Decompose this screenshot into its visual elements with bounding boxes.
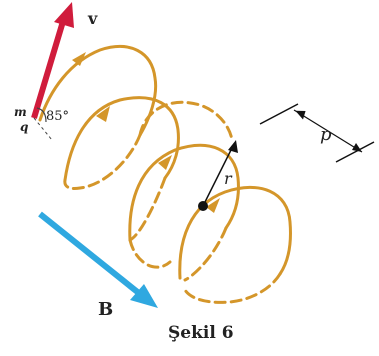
helix-back-arc-1 [63, 133, 142, 190]
field-direction-guide [33, 117, 53, 141]
helix-front-arc-1 [38, 45, 158, 137]
helix-back-arc-3 [183, 226, 228, 282]
pitch-dimension-line [293, 109, 363, 153]
helix-arrowhead-1 [72, 52, 86, 66]
mass-label: m [14, 105, 27, 119]
radius-line [202, 143, 235, 207]
helix-direction-arrows [72, 52, 220, 213]
figure-caption: Şekil 6 [168, 323, 234, 343]
radius-label: r [224, 169, 233, 188]
helix-back-arc-3b [128, 238, 172, 269]
pitch-tick-right [335, 141, 375, 163]
helix-front-arcs [38, 45, 292, 280]
velocity-label: v [87, 9, 98, 28]
helix-front-arc-4 [178, 186, 292, 280]
field-vector [38, 211, 142, 297]
pitch-label: p [320, 124, 332, 145]
angle-arc [36, 107, 47, 123]
field-arrowhead [130, 284, 158, 308]
pitch-tick-left [259, 103, 299, 125]
helix-front-arc-3 [128, 143, 240, 242]
charge-label: q [20, 120, 28, 134]
velocity-arrowhead [54, 2, 74, 28]
helix-back-arc-4 [183, 272, 282, 304]
helix-front-arc-2 [63, 96, 180, 182]
radius-arrowhead [228, 140, 238, 153]
helix-arrowhead-4 [206, 198, 220, 213]
pitch-arrowhead-left [295, 110, 306, 120]
helix-arrowhead-3 [158, 155, 172, 170]
helix-back-arcs [63, 100, 282, 304]
helix-back-arc-2b [138, 100, 234, 142]
helix-arrowhead-2 [96, 106, 110, 122]
angle-label: 85° [46, 109, 69, 124]
field-label: B [98, 299, 113, 320]
pitch-arrowhead-right [352, 143, 362, 152]
velocity-vector [31, 17, 67, 119]
helix-back-arc-2 [128, 176, 167, 242]
